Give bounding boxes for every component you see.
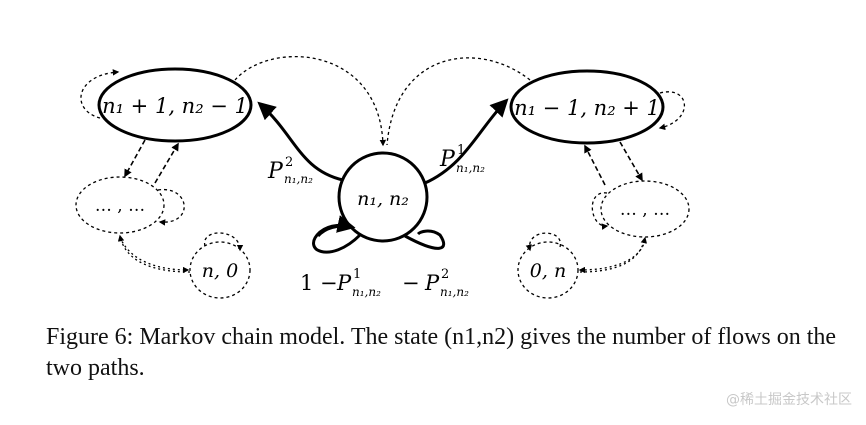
svg-text:2: 2 [441, 267, 449, 282]
self-loop-right-bottom [525, 232, 561, 252]
edge-center-to-left [257, 101, 344, 182]
svg-text:P: P [336, 271, 352, 295]
label-right-top: n₁ − 1, n₂ + 1 [514, 96, 660, 120]
edge-right-mid-to-right-top [584, 144, 606, 186]
svg-text:1: 1 [353, 267, 361, 282]
label-right-mid: … , … [620, 200, 670, 220]
edge-left-mid-to-left-top [154, 142, 179, 184]
self-loop-left-bottom [204, 232, 244, 252]
edge-center-self-loop [312, 223, 446, 254]
svg-text:1 −: 1 − [300, 271, 338, 295]
edge-right-bottom-to-right-mid [579, 236, 648, 273]
edge-label-to-right: P 1 n₁,n₂ [439, 143, 485, 175]
svg-text:P: P [439, 147, 456, 172]
state-node-right-top [509, 69, 665, 145]
svg-text:P: P [267, 159, 284, 184]
edge-left-bottom-to-left-mid [117, 234, 191, 273]
edge-right-top-to-center-dotted [386, 57, 531, 146]
edge-center-self-loop-arrow [316, 215, 356, 238]
label-left-mid: … , … [95, 196, 145, 216]
edge-label-to-left: P 2 n₁,n₂ [267, 155, 313, 186]
edge-left-top-to-center-dotted [234, 56, 387, 147]
edge-right-mid-to-right-bottom [578, 239, 646, 274]
svg-text:n₁,n₂: n₁,n₂ [352, 285, 381, 299]
svg-text:n₁,n₂: n₁,n₂ [456, 161, 485, 175]
watermark: @稀土掘金技术社区 [726, 392, 852, 408]
figure-caption: Figure 6: Markov chain model. The state … [46, 324, 837, 381]
label-left-top: n₁ + 1, n₂ − 1 [102, 94, 248, 118]
label-left-bottom: n, 0 [202, 260, 238, 282]
svg-text:−: − [402, 271, 420, 295]
state-node-right-bottom [517, 241, 579, 299]
self-loop-left-top [80, 69, 120, 119]
edge-label-self-loop: 1 − P 1 n₁,n₂ − P 2 n₁,n₂ [300, 267, 469, 299]
svg-text:P: P [424, 271, 440, 295]
self-loop-left-mid [157, 189, 185, 226]
svg-text:1: 1 [457, 143, 465, 158]
edge-center-to-right [424, 98, 509, 185]
svg-text:n₁,n₂: n₁,n₂ [284, 172, 313, 186]
state-node-left-mid [75, 176, 165, 234]
label-center: n₁, n₂ [357, 188, 409, 210]
self-loop-right-top [658, 91, 685, 131]
self-loop-right-mid [591, 192, 609, 230]
state-node-left-top [97, 67, 253, 143]
svg-text:2: 2 [285, 155, 293, 170]
edge-right-top-to-right-mid [619, 141, 643, 182]
state-node-right-mid [600, 180, 690, 238]
state-node-left-bottom [189, 241, 251, 299]
label-right-bottom: 0, n [530, 260, 566, 282]
state-node-center [337, 151, 429, 243]
edge-left-mid-to-left-bottom [119, 236, 190, 274]
svg-text:n₁,n₂: n₁,n₂ [440, 285, 469, 299]
edge-left-top-to-left-mid [124, 139, 146, 178]
